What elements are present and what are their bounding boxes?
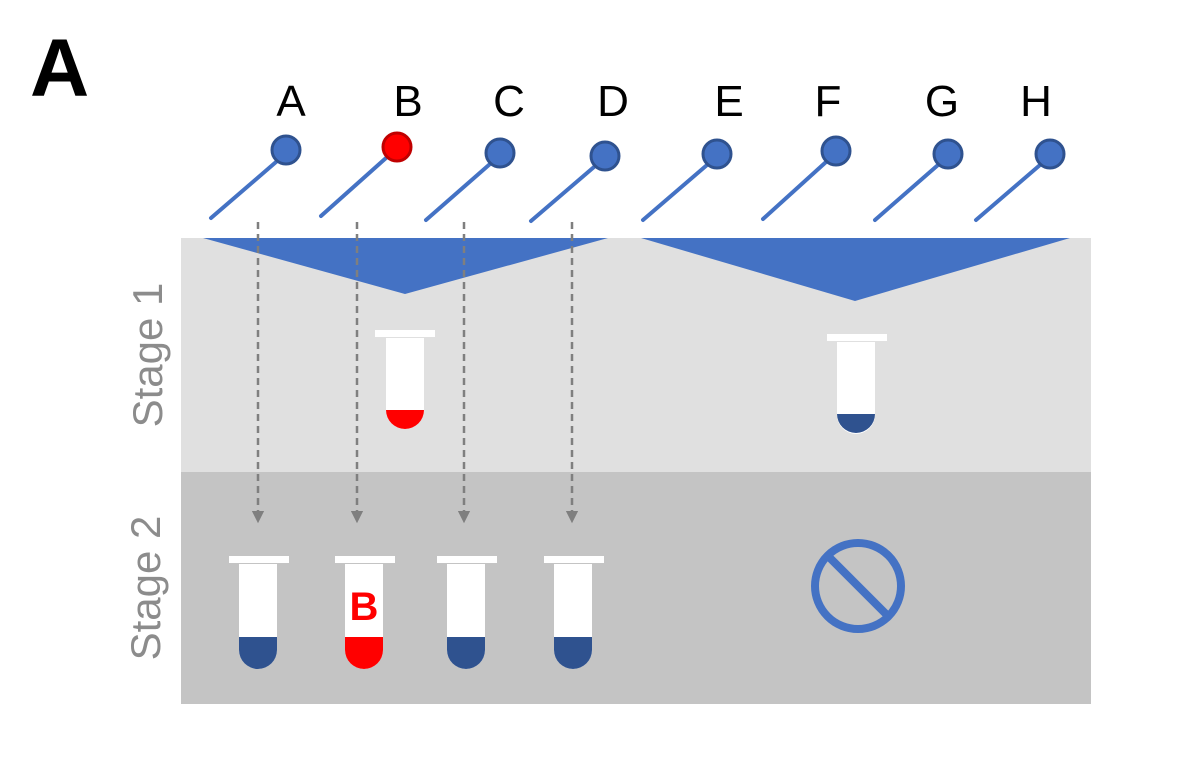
swab	[209, 134, 302, 220]
swab-tip	[381, 131, 413, 163]
stage-2-background	[181, 472, 1091, 704]
swab	[761, 135, 852, 221]
swab-tip	[270, 134, 302, 166]
tube-liquid	[239, 637, 277, 669]
swab-tip	[589, 140, 621, 172]
stage-2-tube-a	[229, 556, 289, 669]
stage-2-tube-d	[544, 556, 604, 669]
tube-liquid	[554, 637, 592, 669]
tube-liquid	[386, 410, 424, 429]
stage-2-tube-c	[437, 556, 497, 669]
swab-label: H	[1020, 77, 1052, 126]
stage-2-label: Stage 2	[122, 516, 169, 661]
swab	[319, 131, 413, 218]
swab-labels: A B C D E F G H	[276, 77, 1052, 126]
swab	[529, 140, 621, 223]
swab-label: E	[714, 77, 743, 126]
swab-tip	[820, 135, 852, 167]
stage-1-tube-pool-2	[827, 334, 887, 434]
stage-1-background	[181, 238, 1091, 472]
swab-tip	[701, 138, 733, 170]
stage-2-tube-b: B	[335, 556, 395, 669]
swab-label: B	[393, 77, 422, 126]
swab-label: C	[493, 77, 525, 126]
swab-tip	[484, 137, 516, 169]
tube-mark: B	[350, 585, 379, 629]
swab	[424, 137, 516, 222]
tube-liquid	[345, 637, 383, 669]
prohibited-icon	[811, 539, 905, 633]
swab	[873, 138, 964, 222]
swab-label: G	[925, 77, 959, 126]
swab-tip	[1034, 138, 1066, 170]
swab-tip	[932, 138, 964, 170]
retest-arrows	[251, 222, 579, 524]
swab	[974, 138, 1066, 222]
swabs	[209, 131, 1066, 223]
stage-1-label: Stage 1	[124, 283, 171, 428]
tube-liquid	[837, 414, 875, 433]
swab-label: A	[276, 77, 306, 126]
pool-funnel-2	[641, 238, 1070, 301]
swab-label: D	[597, 77, 629, 126]
pool-funnel-1	[203, 238, 608, 294]
stage-1-tube-pool-1	[375, 330, 435, 429]
tube-liquid	[447, 637, 485, 669]
panel-label: A	[30, 23, 89, 114]
swab	[641, 138, 733, 222]
swab-label: F	[815, 77, 842, 126]
